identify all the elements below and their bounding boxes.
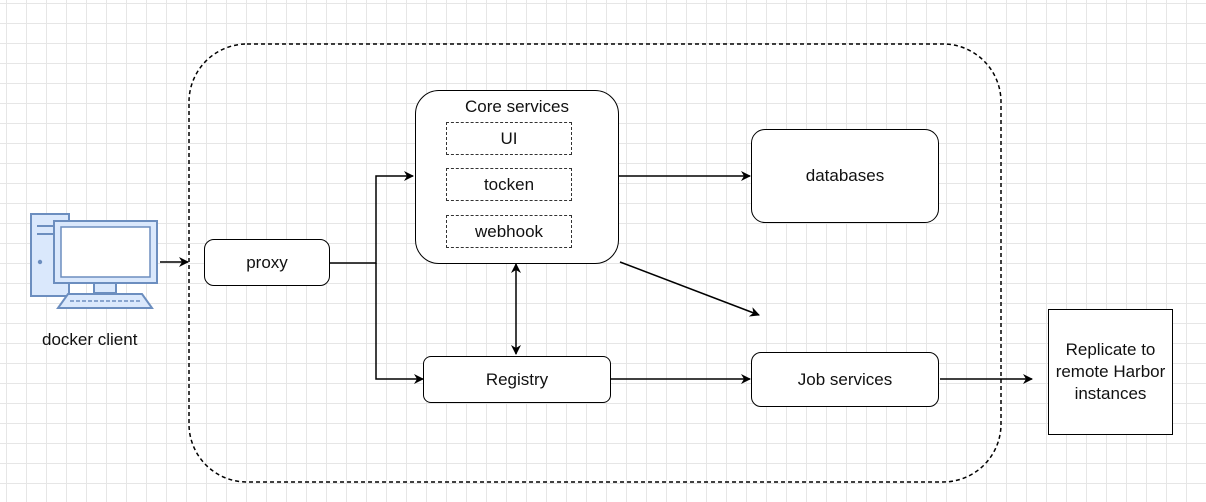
docker-client-label: docker client	[42, 330, 138, 349]
replicate-node[interactable]: Replicate to remote Harbor instances	[1048, 309, 1173, 435]
core-to-jobservices-arrow	[619, 261, 760, 317]
core-item-ui[interactable]: UI	[446, 122, 572, 155]
core-item-token[interactable]: tocken	[446, 168, 572, 201]
core-services-node[interactable]: Core services UI tocken webhook	[415, 90, 619, 264]
proxy-node[interactable]: proxy	[204, 239, 330, 286]
databases-node[interactable]: databases	[751, 129, 939, 223]
replicate-label-line-3: instances	[1074, 384, 1147, 403]
proxy-label: proxy	[246, 252, 288, 272]
job-services-node[interactable]: Job services	[751, 352, 939, 407]
core-item-ui-label: UI	[500, 128, 518, 148]
harbor-boundary	[188, 43, 1002, 483]
core-item-webhook-label: webhook	[474, 221, 544, 241]
registry-node[interactable]: Registry	[423, 356, 611, 403]
replicate-label-line-2: remote Harbor	[1055, 362, 1166, 381]
core-services-title: Core services	[465, 97, 569, 116]
registry-label: Registry	[485, 369, 549, 389]
core-item-webhook[interactable]: webhook	[446, 215, 572, 248]
core-item-token-label: tocken	[483, 174, 535, 194]
job-services-label: Job services	[797, 369, 893, 389]
proxy-to-registry-arrow	[375, 263, 424, 384]
proxy-to-core-arrow	[330, 171, 414, 264]
computer-icon	[30, 213, 158, 309]
databases-label: databases	[805, 166, 885, 185]
replicate-label-line-1: Replicate to	[1065, 340, 1156, 359]
